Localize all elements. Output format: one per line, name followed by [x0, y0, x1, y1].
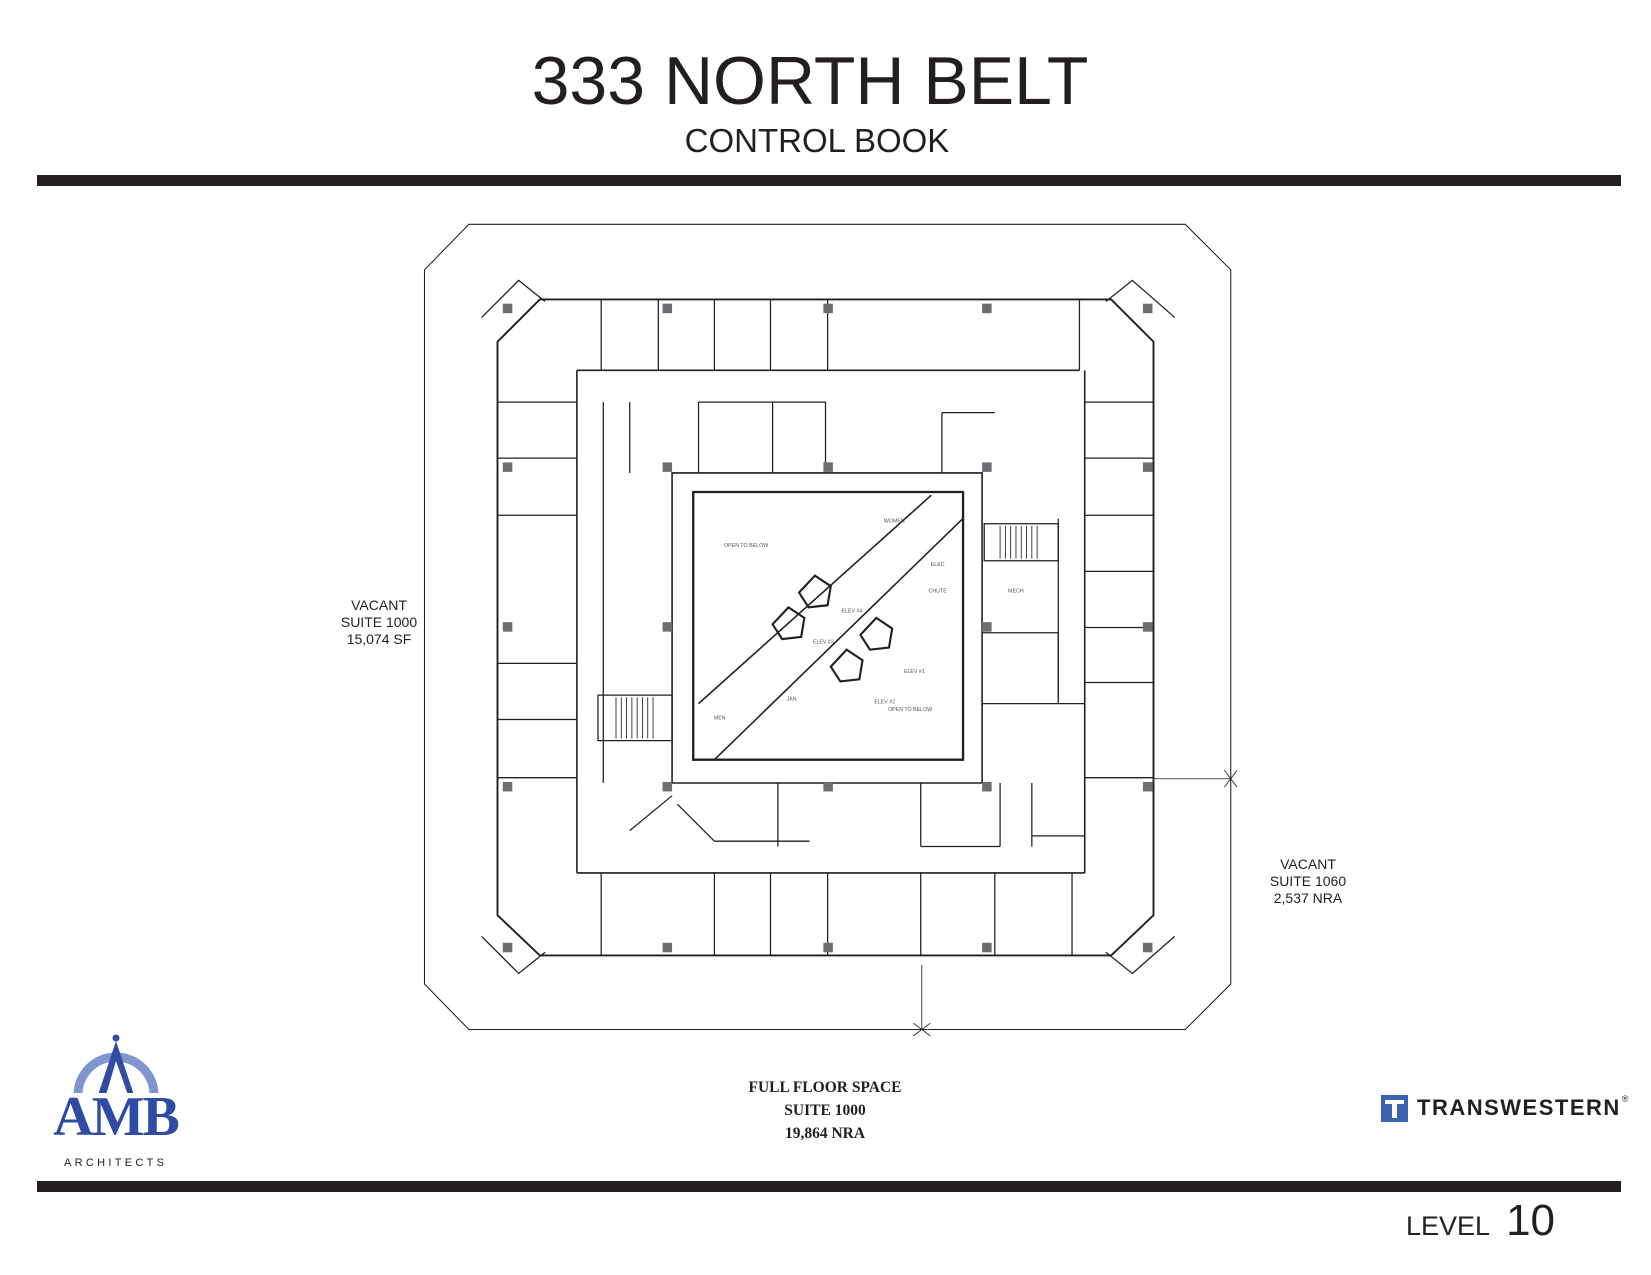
- site-outline: [423, 223, 1232, 1031]
- full-floor-title: FULL FLOOR SPACE: [748, 1079, 902, 1096]
- room-label-jan: JAN: [787, 696, 797, 702]
- structural-column: [982, 303, 992, 314]
- columns: [502, 303, 1153, 953]
- room-label-chute: CHUTE: [929, 589, 948, 595]
- level-indicator: LEVEL 10: [1406, 1196, 1555, 1246]
- amb-subtitle: ARCHITECTS: [64, 1157, 168, 1169]
- structural-column: [982, 942, 992, 953]
- corner-bay: [481, 935, 546, 975]
- stair: [597, 694, 673, 742]
- structural-column: [823, 303, 833, 314]
- page-subtitle: CONTROL BOOK: [684, 122, 950, 159]
- structural-column: [982, 462, 992, 472]
- structural-column: [662, 781, 673, 792]
- full-floor-suite: SUITE 1000: [784, 1102, 866, 1119]
- structural-column: [662, 303, 673, 314]
- structural-column: [823, 781, 833, 792]
- top-divider: [37, 175, 1621, 186]
- structural-column: [823, 462, 833, 472]
- structural-column: [1142, 942, 1153, 953]
- room-label-elevator: ELEV #3: [813, 639, 834, 645]
- corner-bay: [1105, 279, 1176, 318]
- structural-column: [662, 462, 673, 472]
- dimension-tick: [1224, 770, 1238, 788]
- level-label: LEVEL: [1406, 1211, 1491, 1241]
- suite-1060-label: VACANT SUITE 1060 2,537 NRA: [1258, 856, 1358, 907]
- stair: [983, 523, 1059, 562]
- room-wall: [676, 803, 715, 842]
- room-label-elec: ELEC: [931, 562, 945, 568]
- room-label-mech: MECH: [1008, 589, 1024, 595]
- elevator-cab: [829, 648, 864, 683]
- structural-column: [502, 462, 513, 472]
- structural-column: [1142, 462, 1153, 472]
- suite-status: VACANT: [1280, 856, 1336, 872]
- suite-number: SUITE 1000: [340, 614, 418, 630]
- room-labels: OPEN TO BELOW OPEN TO BELOW WOMEN MEN JA…: [714, 519, 1024, 722]
- structural-column: [502, 942, 513, 953]
- room-label-open-below: OPEN TO BELOW: [888, 707, 932, 713]
- full-floor-label: FULL FLOOR SPACE SUITE 1000 19,864 NRA: [700, 1076, 950, 1145]
- corner-bay: [481, 279, 546, 318]
- structural-column: [662, 622, 673, 632]
- structural-column: [982, 622, 992, 632]
- building-exterior: [496, 298, 1155, 957]
- core-inner: [692, 490, 965, 761]
- elevator-cab: [771, 605, 806, 641]
- dimension-tick: [913, 1022, 931, 1037]
- transwestern-wordmark: TRANSWESTERN: [1417, 1095, 1621, 1120]
- suite-area: 2,537 NRA: [1273, 890, 1343, 906]
- elevator-cab: [859, 616, 894, 651]
- structural-column: [1142, 303, 1153, 314]
- room-label-open-below: OPEN TO BELOW: [724, 543, 768, 549]
- page-title: 333 NORTH BELT: [531, 43, 1089, 119]
- suite-status: VACANT: [351, 597, 407, 613]
- suite-area: 15,074 SF: [346, 631, 412, 647]
- suite-1000-label: VACANT SUITE 1000 15,074 SF: [329, 597, 429, 648]
- room-label-elevator: ELEV #4: [842, 609, 863, 615]
- structural-column: [502, 622, 513, 632]
- structural-column: [982, 781, 992, 792]
- corner-bay: [1105, 935, 1176, 975]
- bottom-divider: [37, 1181, 1621, 1192]
- room-wall: [629, 795, 673, 832]
- elevator-cab: [797, 574, 832, 609]
- room-label-men: MEN: [714, 716, 726, 722]
- elevator-lobby-wall: [697, 494, 932, 705]
- transwestern-t-icon: [1381, 1094, 1408, 1122]
- room-label-women: WOMEN: [884, 519, 905, 525]
- walls: [423, 223, 1238, 1037]
- room-label-elevator: ELEV #2: [874, 700, 895, 706]
- amb-wordmark: AMB: [53, 1086, 180, 1148]
- structural-column: [1142, 781, 1153, 792]
- registered-mark: ®: [1621, 1094, 1629, 1104]
- suite-number: SUITE 1060: [1269, 873, 1347, 889]
- compass-icon: [73, 1034, 159, 1093]
- full-floor-area: 19,864 NRA: [784, 1125, 866, 1142]
- structural-column: [1142, 622, 1153, 632]
- core-outline: [671, 472, 983, 784]
- structural-column: [502, 781, 513, 792]
- level-number: 10: [1506, 1196, 1556, 1245]
- structural-column: [502, 303, 513, 314]
- structural-column: [823, 942, 833, 953]
- structural-column: [662, 942, 673, 953]
- amb-architects-logo: AMB ARCHITECTS: [38, 1033, 198, 1173]
- transwestern-logo: TRANSWESTERN ®: [1381, 1094, 1628, 1122]
- room-label-elevator: ELEV #1: [904, 669, 925, 675]
- elevator-lobby-wall: [713, 517, 964, 761]
